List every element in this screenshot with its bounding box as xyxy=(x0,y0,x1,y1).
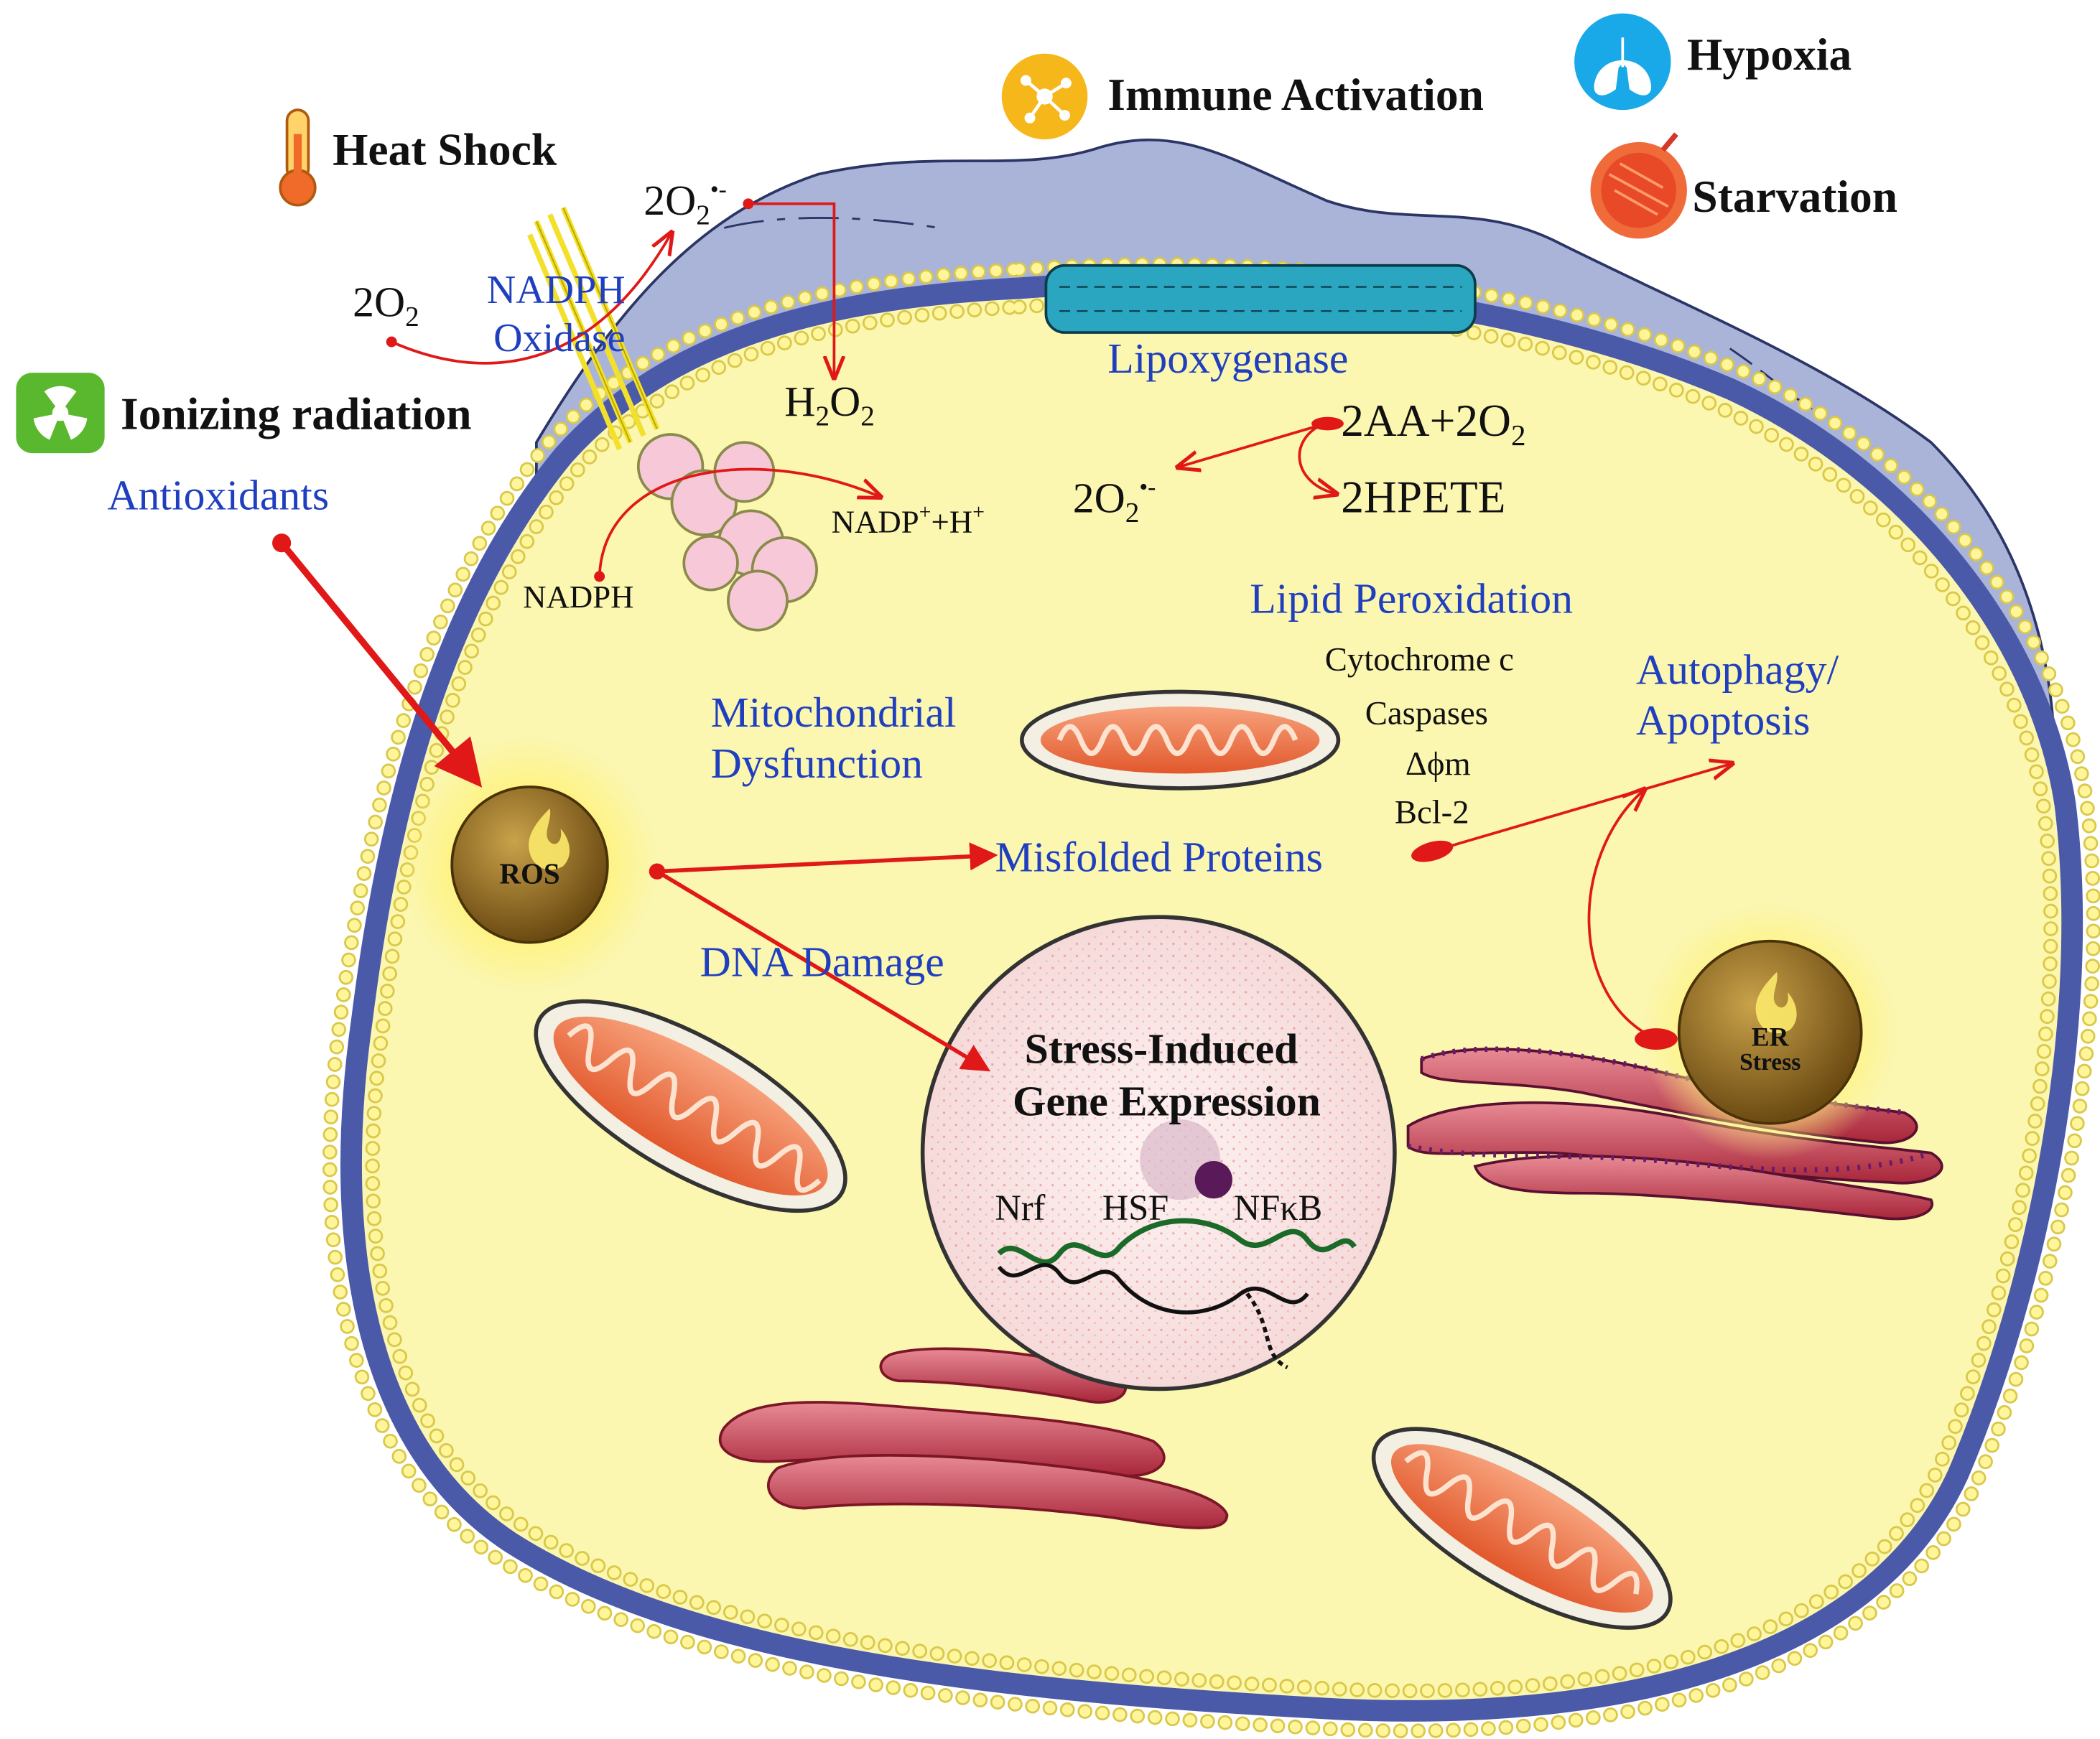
arrow-origin xyxy=(594,571,605,582)
lungs-icon xyxy=(1574,13,1671,111)
label-mito-dysfunction-2: Dysfunction xyxy=(711,740,923,787)
chem-h2o2: H2O2 xyxy=(784,378,875,432)
arrow-nadph-nadp xyxy=(598,467,878,577)
arrow-origin xyxy=(743,198,754,210)
stomach-icon xyxy=(1590,132,1687,239)
arrow-antioxidants-ros xyxy=(279,541,483,788)
chem-hpete: 2HPETE xyxy=(1341,471,1505,522)
label-er: ER xyxy=(1752,1022,1790,1052)
label-nadph-oxidase-2: Oxidase xyxy=(493,316,626,360)
factor-nrf: Nrf xyxy=(995,1188,1045,1228)
ros-particle xyxy=(402,737,657,992)
factor-nfkb: NFκB xyxy=(1234,1188,1322,1228)
marker-bcl2: Bcl-2 xyxy=(1395,793,1469,831)
outer-cell-fold xyxy=(723,217,939,229)
immune-icon xyxy=(1001,53,1088,140)
marker-delta-phi: Δϕm xyxy=(1406,745,1471,783)
mitochondrion-bottom-right xyxy=(1371,1427,1673,1630)
label-hypoxia: Hypoxia xyxy=(1687,29,1852,80)
arrow-aa-superoxide xyxy=(1180,424,1321,467)
outer-cell-fold xyxy=(1729,348,1825,417)
label-autophagy-1: Autophagy/ xyxy=(1636,645,1839,693)
label-gene-expression: Gene Expression xyxy=(1013,1078,1321,1125)
flame-icon xyxy=(529,808,570,870)
label-immune-activation: Immune Activation xyxy=(1107,69,1484,120)
label-mito-dysfunction-1: Mitochondrial xyxy=(711,689,957,736)
arrow-origin xyxy=(1311,416,1344,431)
label-misfolded-proteins: Misfolded Proteins xyxy=(995,834,1322,881)
chem-nadp: NADP++H+ xyxy=(832,500,985,540)
dna-strand xyxy=(997,1263,1309,1315)
lipoxygenase-cylinder xyxy=(1044,264,1477,334)
marker-caspases: Caspases xyxy=(1365,694,1488,732)
flame-icon xyxy=(1755,971,1797,1034)
label-autophagy-2: Apoptosis xyxy=(1636,696,1810,744)
chem-superoxide-mid: 2O2•- xyxy=(1073,474,1156,528)
arrow-o2-superoxide xyxy=(391,235,670,365)
chem-nadph: NADPH xyxy=(523,579,633,615)
arrow-origin xyxy=(1411,840,1454,862)
label-starvation: Starvation xyxy=(1692,171,1897,222)
er-stress-particle xyxy=(1643,905,1898,1160)
chem-aa-o2: 2AA+2O2 xyxy=(1341,395,1525,452)
chem-o2: 2O2 xyxy=(353,279,419,332)
radiation-icon xyxy=(16,373,105,454)
marker-cytochrome-c: Cytochrome c xyxy=(1325,641,1514,679)
oxidase-subunit xyxy=(727,569,789,632)
label-ros: ROS xyxy=(499,857,559,890)
oxidase-subunit xyxy=(682,535,739,592)
label-dna-damage: DNA Damage xyxy=(700,938,944,985)
arrow-erstress-autophagy xyxy=(1587,791,1657,1040)
arrow-ros-misfolded xyxy=(656,842,998,874)
arrow-origin xyxy=(386,336,397,348)
label-ionizing-radiation: Ionizing radiation xyxy=(121,388,471,439)
nucleus xyxy=(920,915,1397,1391)
arrow-aa-hpete xyxy=(1298,424,1334,493)
label-stress: Stress xyxy=(1739,1049,1801,1076)
factor-hsf: HSF xyxy=(1102,1188,1169,1228)
label-lipoxygenase: Lipoxygenase xyxy=(1107,335,1348,382)
thermometer-icon xyxy=(279,108,317,207)
dna-strand xyxy=(1245,1292,1288,1370)
arrows xyxy=(272,198,1730,1072)
arrow-origin xyxy=(272,533,292,553)
chem-superoxide-top: 2O2•- xyxy=(644,176,727,230)
dna-strand xyxy=(997,1218,1357,1265)
nadph-oxidase-complex xyxy=(527,206,818,632)
label-antioxidants: Antioxidants xyxy=(107,472,329,519)
mitochondrion-left xyxy=(534,999,847,1213)
label-heat-shock: Heat Shock xyxy=(333,124,557,175)
label-stress-induced: Stress-Induced xyxy=(1025,1025,1298,1073)
mitochondrion-center xyxy=(1020,689,1341,791)
arrow-origin xyxy=(1635,1028,1678,1050)
arrow-misfolded-autophagy xyxy=(1431,764,1730,853)
label-lipid-peroxidation: Lipid Peroxidation xyxy=(1250,574,1573,622)
nucleolus-core xyxy=(1194,1160,1232,1199)
label-nadph-oxidase-1: NADPH xyxy=(487,268,626,312)
arrow-superoxide-h2o2 xyxy=(748,202,835,376)
arrow-ros-nucleus xyxy=(656,870,991,1072)
